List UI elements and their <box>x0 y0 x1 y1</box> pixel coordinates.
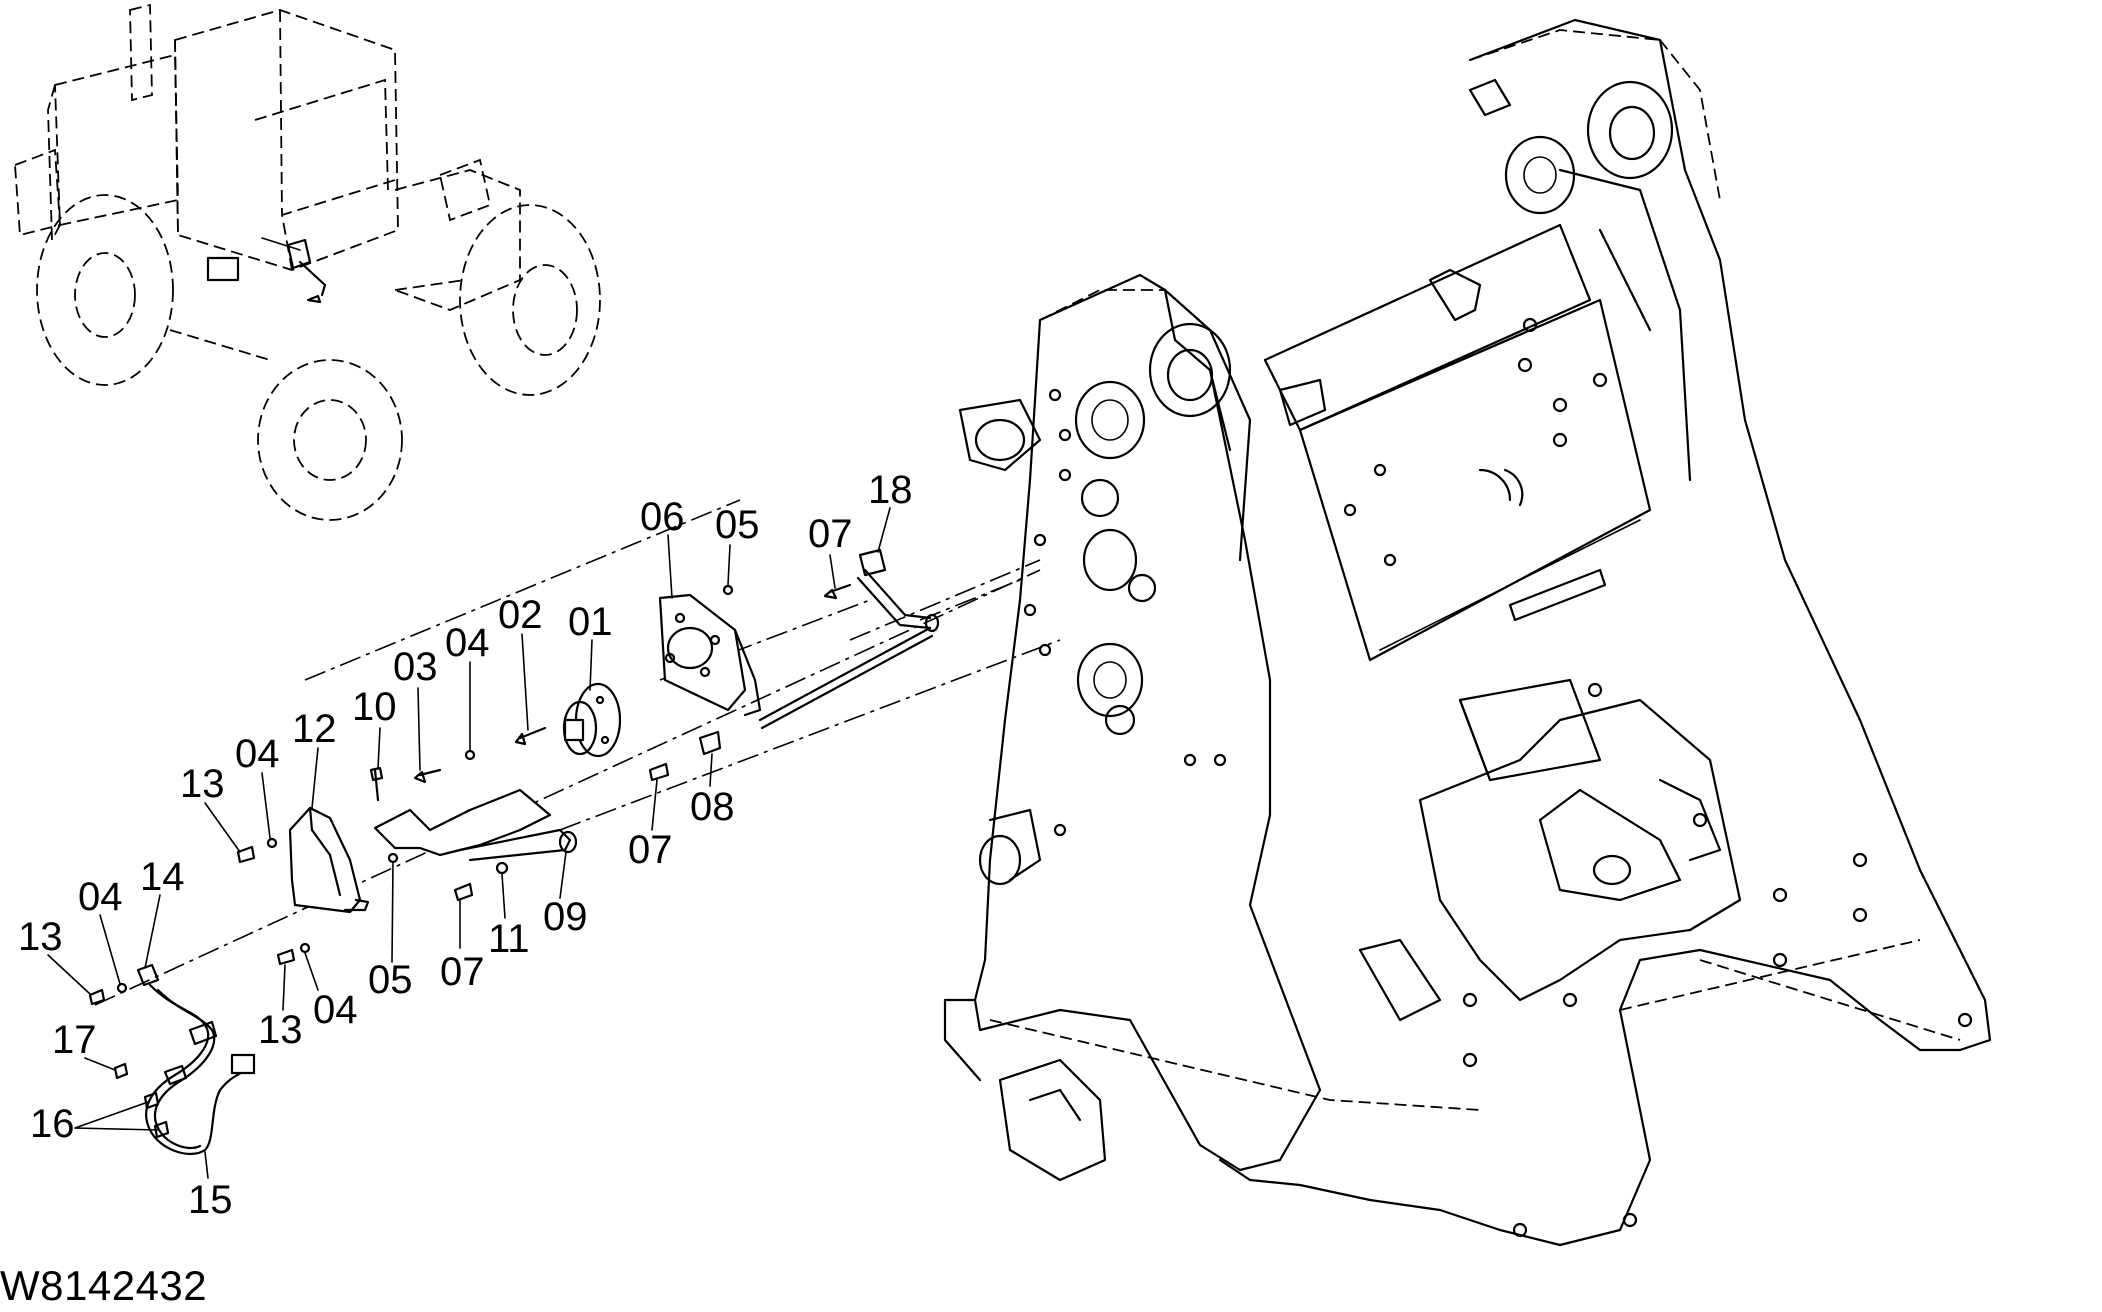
callout-10: 10 <box>352 685 397 729</box>
part-13-bolt-middle <box>276 948 296 966</box>
part-17-bolt <box>113 1062 129 1080</box>
part-04-washer-low <box>299 942 311 954</box>
exploded-parts <box>74 548 940 1155</box>
callout-09: 09 <box>543 895 588 939</box>
callout-leaders <box>47 507 891 1179</box>
callout-03: 03 <box>393 645 438 689</box>
callout-16: 16 <box>30 1102 75 1146</box>
callout-11: 11 <box>488 917 530 961</box>
part-07-bolt-lower <box>453 882 474 902</box>
part-16-clamps <box>143 1091 170 1139</box>
part-12-cover <box>288 806 370 914</box>
callout-06: 06 <box>640 495 685 539</box>
callout-12: 12 <box>292 707 337 751</box>
part-04-washer-mid <box>266 837 278 849</box>
callout-08: 08 <box>690 785 735 829</box>
callout-07-a: 07 <box>808 512 853 556</box>
part-01-sensor <box>562 682 622 758</box>
part-02-screw <box>514 726 547 746</box>
loader-front-frame <box>943 18 1992 1247</box>
callout-04-c: 04 <box>78 875 123 919</box>
part-13-bolt-upper <box>236 845 256 864</box>
assembly-centerlines <box>94 499 1061 1006</box>
part-04-washer-upper <box>464 749 476 761</box>
callout-13-a: 13 <box>180 762 225 806</box>
callout-04-d: 04 <box>313 988 358 1032</box>
callout-13-b: 13 <box>18 915 63 959</box>
part-10-screw <box>369 766 384 802</box>
part-05-washer-lower <box>387 852 399 864</box>
callout-17: 17 <box>52 1018 97 1062</box>
callout-02: 02 <box>498 593 543 637</box>
part-06-bracket <box>658 593 762 717</box>
part-05-washer-upper <box>722 584 734 596</box>
callout-07-c: 07 <box>440 950 485 994</box>
part-08-spacer <box>698 730 722 756</box>
part-14-clip <box>136 963 160 987</box>
part-11-washer <box>495 861 509 875</box>
callout-13-c: 13 <box>258 1008 303 1052</box>
part-15-harness <box>145 983 256 1155</box>
part-07-bolt-upper <box>823 583 852 600</box>
part-04-washer-left <box>116 982 128 994</box>
callout-18: 18 <box>868 468 913 512</box>
part-callouts: 01 02 03 04 04 04 04 05 05 06 07 07 07 0… <box>18 468 913 1222</box>
callout-04-b: 04 <box>235 732 280 776</box>
part-18-link <box>856 548 940 633</box>
machine-overview-inset <box>14 3 601 521</box>
callout-15: 15 <box>188 1178 233 1222</box>
drawing-number: W8142432 <box>0 1262 208 1309</box>
callout-14: 14 <box>140 855 185 899</box>
callout-04-a: 04 <box>445 621 490 665</box>
part-03-bolt <box>413 768 442 784</box>
callout-05-a: 05 <box>715 503 760 547</box>
part-07-bolt-middle <box>648 762 670 782</box>
callout-01: 01 <box>568 600 613 644</box>
rod <box>758 626 934 730</box>
part-09-arm <box>373 788 578 862</box>
callout-05-b: 05 <box>368 958 413 1002</box>
part-16-leaders <box>74 1101 159 1131</box>
part-13-bolt-left <box>88 988 106 1006</box>
callout-07-b: 07 <box>628 828 673 872</box>
